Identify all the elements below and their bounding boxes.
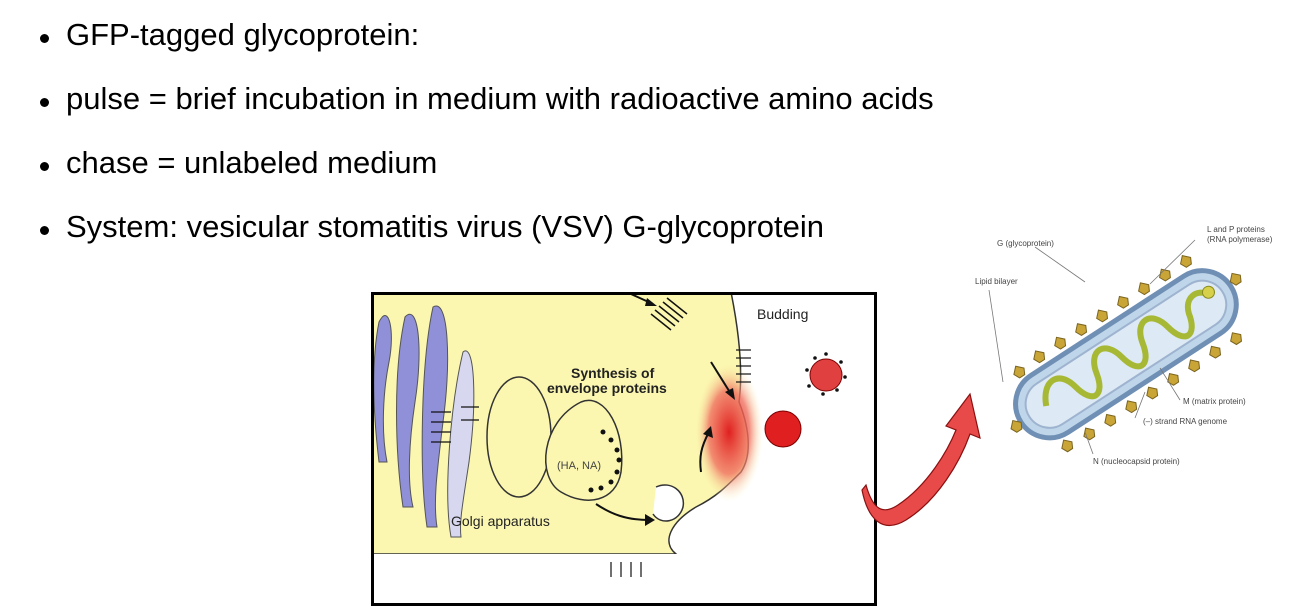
bullet-text: pulse = brief incubation in medium with … <box>66 81 934 116</box>
rna-genome-label: (–) strand RNA genome <box>1143 417 1228 426</box>
l-p-proteins-label-1: L and P proteins <box>1207 225 1265 234</box>
matrix-protein-label: M (matrix protein) <box>1183 397 1246 406</box>
golgi-label: Golgi apparatus <box>451 513 550 529</box>
bullet-text: System: vesicular stomatitis virus (VSV)… <box>66 209 824 244</box>
transport-arrows <box>595 294 732 521</box>
synthesis-label-2: envelope proteins <box>547 380 667 396</box>
nucleocapsid-label: N (nucleocapsid protein) <box>1093 457 1180 466</box>
vsv-virion-diagram: G (glycoprotein) L and P proteins (RNA p… <box>975 225 1273 466</box>
g-glycoprotein-spikes <box>1010 255 1242 453</box>
golgi-stacks <box>373 305 475 538</box>
leader-lines <box>988 239 1196 455</box>
ha-na-label: (HA, NA) <box>557 460 601 472</box>
bullet-dot <box>40 162 49 172</box>
nucleocapsid-coil <box>1042 289 1209 407</box>
bullet-text: chase = unlabeled medium <box>66 145 438 180</box>
bullet-text: GFP-tagged glycoprotein: <box>66 17 420 52</box>
cell-budding-diagram: Budding Synthesis of envelope proteins (… <box>371 292 877 606</box>
diagram-frame <box>371 292 877 606</box>
budding-virion <box>764 410 802 448</box>
bullet-dot <box>40 98 49 108</box>
released-virion <box>809 358 843 392</box>
l-p-proteins-label-2: (RNA polymerase) <box>1207 235 1273 244</box>
bullet-dot <box>40 34 49 44</box>
budding-membrane-glow <box>695 362 763 502</box>
ha-na-vesicle <box>544 399 623 501</box>
lipid-bilayer-label: Lipid bilayer <box>975 277 1018 286</box>
bullet-dot <box>40 226 49 236</box>
transport-vesicle <box>652 484 685 522</box>
synthesis-label-1: Synthesis of <box>571 365 655 381</box>
golgi-vesicle <box>486 376 552 498</box>
red-curved-arrow <box>861 392 981 526</box>
g-glycoprotein-label: G (glycoprotein) <box>997 239 1054 248</box>
budding-label: Budding <box>757 306 808 322</box>
membrane-patch <box>650 297 688 331</box>
